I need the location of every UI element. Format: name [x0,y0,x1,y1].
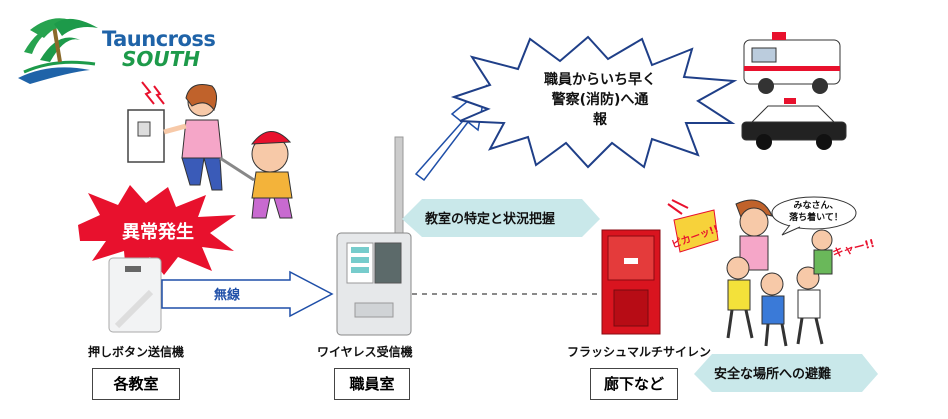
logo-line2: SOUTH [122,47,201,71]
notify-line-2: 警察(消防)へ通 [551,92,649,108]
wireless-arrow-label: 無線 [214,288,241,303]
staffroom-label-box: 職員室 [334,368,410,400]
calm-line-2: 落ち着いて！ [789,213,843,223]
logo-line1: Tauncross [102,27,216,51]
notify-line-1: 職員からいち早く [544,72,656,88]
alarm-label: 異常発生 [122,222,194,243]
flash-effect [667,199,719,253]
police-car-icon [741,98,847,150]
wireless-receiver-device [336,136,412,336]
alarm-burst [78,185,236,275]
evacuate-bubble-text: 安全な場所への避難 [714,367,832,382]
evacuate-bubble [694,354,878,392]
logo: Tauncross SOUTH [10,10,230,85]
calm-speech-bubble [771,196,857,236]
button-device-caption: 押しボタン送信機 [88,345,185,359]
receiver-caption: ワイヤレス受信機 [317,345,413,359]
notify-burst-text: 職員からいち早く 警察(消防)へ通 報 [520,70,680,130]
evacuating-children-illustration [726,199,833,347]
palm-tree-icon [18,18,98,84]
emergency-vehicles-illustration [741,32,847,150]
siren-caption: フラッシュマルチサイレン [567,345,712,359]
classroom-label-box: 各教室 [92,368,180,400]
notify-burst [450,35,738,169]
calm-line-1: みなさん、 [793,201,839,211]
hallway-label-box: 廊下など [590,368,678,400]
wireless-arrow [161,270,334,318]
calm-speech-text: みなさん、 落ち着いて！ [786,200,846,224]
ambulance-icon [743,32,841,94]
identify-bubble [402,199,600,237]
push-button-transmitter-device [108,257,162,333]
identify-bubble-text: 教室の特定と状況把握 [425,212,556,227]
connection-dashed-line [412,293,600,295]
intruder-scene-illustration [127,81,293,219]
notify-line-3: 報 [593,112,607,128]
flash-siren-device [601,229,661,335]
